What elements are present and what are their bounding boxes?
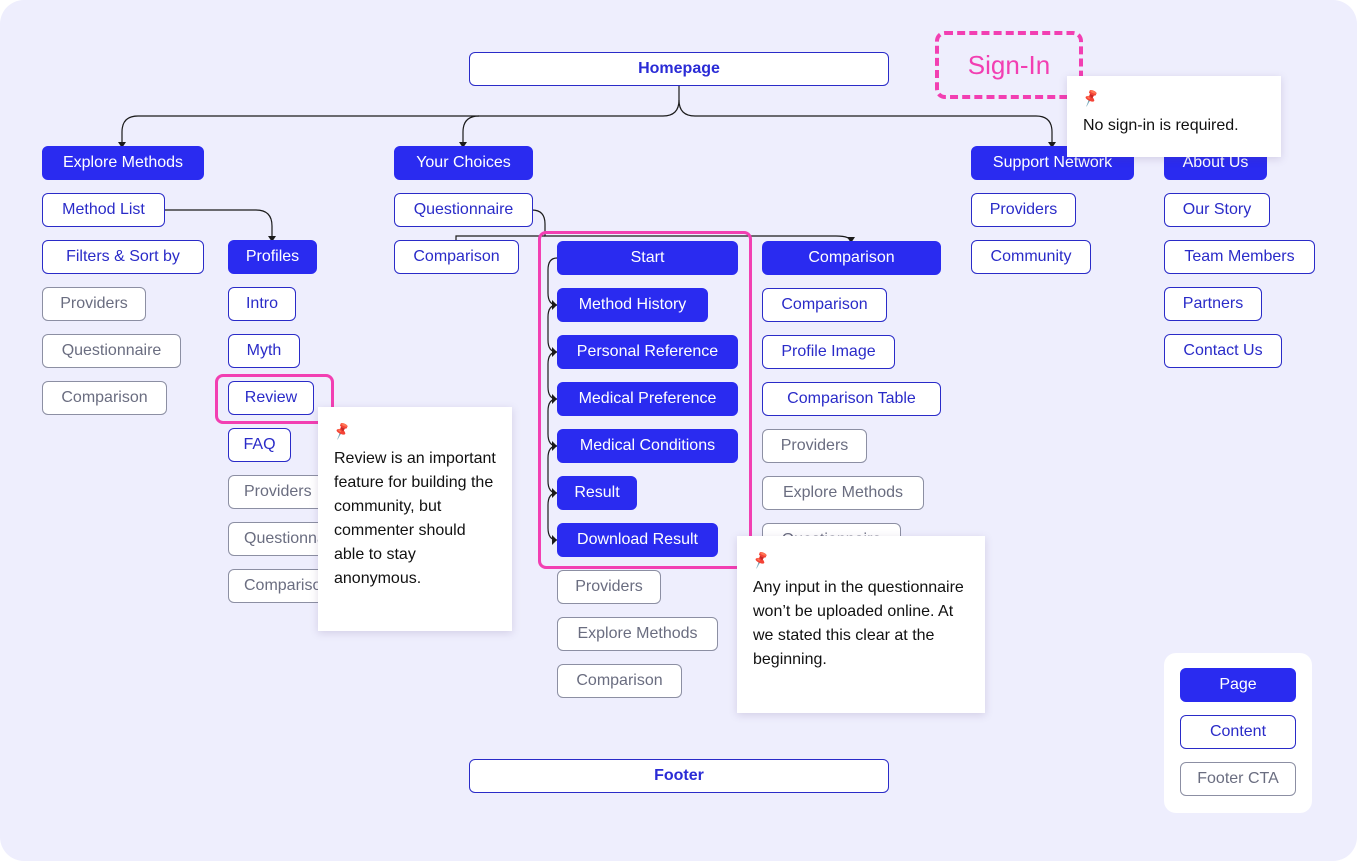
community-node[interactable]: Community [971, 240, 1091, 274]
medical-conditions-node[interactable]: Medical Conditions [557, 429, 738, 463]
your-choices-node[interactable]: Your Choices [394, 146, 533, 180]
pin-icon: 📌 [331, 420, 353, 441]
comparison-explore-methods-node[interactable]: Explore Methods [762, 476, 924, 510]
method-list-node[interactable]: Method List [42, 193, 165, 227]
choices-comparison-node[interactable]: Comparison [394, 240, 519, 274]
faq-node[interactable]: FAQ [228, 428, 291, 462]
comparison-table-node[interactable]: Comparison Table [762, 382, 941, 416]
support-providers-node[interactable]: Providers [971, 193, 1076, 227]
footer-node[interactable]: Footer [469, 759, 889, 793]
method-history-node[interactable]: Method History [557, 288, 708, 322]
profiles-node[interactable]: Profiles [228, 240, 317, 274]
comparison-providers-node[interactable]: Providers [762, 429, 867, 463]
partners-node[interactable]: Partners [1164, 287, 1262, 321]
review-note-text: Review is an important feature for build… [334, 450, 496, 587]
signin-note-text: No sign-in is required. [1083, 117, 1239, 134]
start-node[interactable]: Start [557, 241, 738, 275]
questionnaire-flow-highlight [538, 231, 752, 569]
profiles-questionnaire-node[interactable]: Questionnaire [228, 522, 332, 556]
personal-reference-node[interactable]: Personal Reference [557, 335, 738, 369]
signin-highlight [935, 31, 1083, 99]
review-highlight [215, 374, 334, 424]
explore-questionnaire-node[interactable]: Questionnaire [42, 334, 181, 368]
comparison-page-node[interactable]: Comparison [762, 241, 941, 275]
result-node[interactable]: Result [557, 476, 637, 510]
filters-sort-node[interactable]: Filters & Sort by [42, 240, 204, 274]
homepage-node[interactable]: Homepage [469, 52, 889, 86]
comparison-content-node[interactable]: Comparison [762, 288, 887, 322]
explore-comparison-node[interactable]: Comparison [42, 381, 167, 415]
signin-note: 📌 No sign-in is required. [1067, 76, 1281, 157]
profiles-providers-node[interactable]: Providers [228, 475, 332, 509]
legend-footer-cta: Footer CTA [1180, 762, 1296, 796]
questionnaire-note: 📌 Any input in the questionnaire won’t b… [737, 536, 985, 713]
contact-us-node[interactable]: Contact Us [1164, 334, 1282, 368]
myth-node[interactable]: Myth [228, 334, 300, 368]
medical-preference-node[interactable]: Medical Preference [557, 382, 738, 416]
explore-providers-node[interactable]: Providers [42, 287, 146, 321]
team-members-node[interactable]: Team Members [1164, 240, 1315, 274]
our-story-node[interactable]: Our Story [1164, 193, 1270, 227]
explore-methods-node[interactable]: Explore Methods [42, 146, 204, 180]
review-note: 📌 Review is an important feature for bui… [318, 407, 512, 631]
legend-content: Content [1180, 715, 1296, 749]
choices-questionnaire-node[interactable]: Questionnaire [394, 193, 533, 227]
flow-comparison-node[interactable]: Comparison [557, 664, 682, 698]
review-node[interactable]: Review [228, 381, 314, 415]
profile-image-node[interactable]: Profile Image [762, 335, 895, 369]
flow-providers-node[interactable]: Providers [557, 570, 661, 604]
profiles-comparison-node[interactable]: Comparison [228, 569, 332, 603]
questionnaire-note-text: Any input in the questionnaire won’t be … [753, 579, 964, 668]
flow-explore-methods-node[interactable]: Explore Methods [557, 617, 718, 651]
pin-icon: 📌 [1080, 87, 1102, 108]
download-result-node[interactable]: Download Result [557, 523, 718, 557]
legend-page: Page [1180, 668, 1296, 702]
pin-icon: 📌 [750, 549, 772, 570]
intro-node[interactable]: Intro [228, 287, 296, 321]
signin-label: Sign-In [967, 49, 1051, 80]
